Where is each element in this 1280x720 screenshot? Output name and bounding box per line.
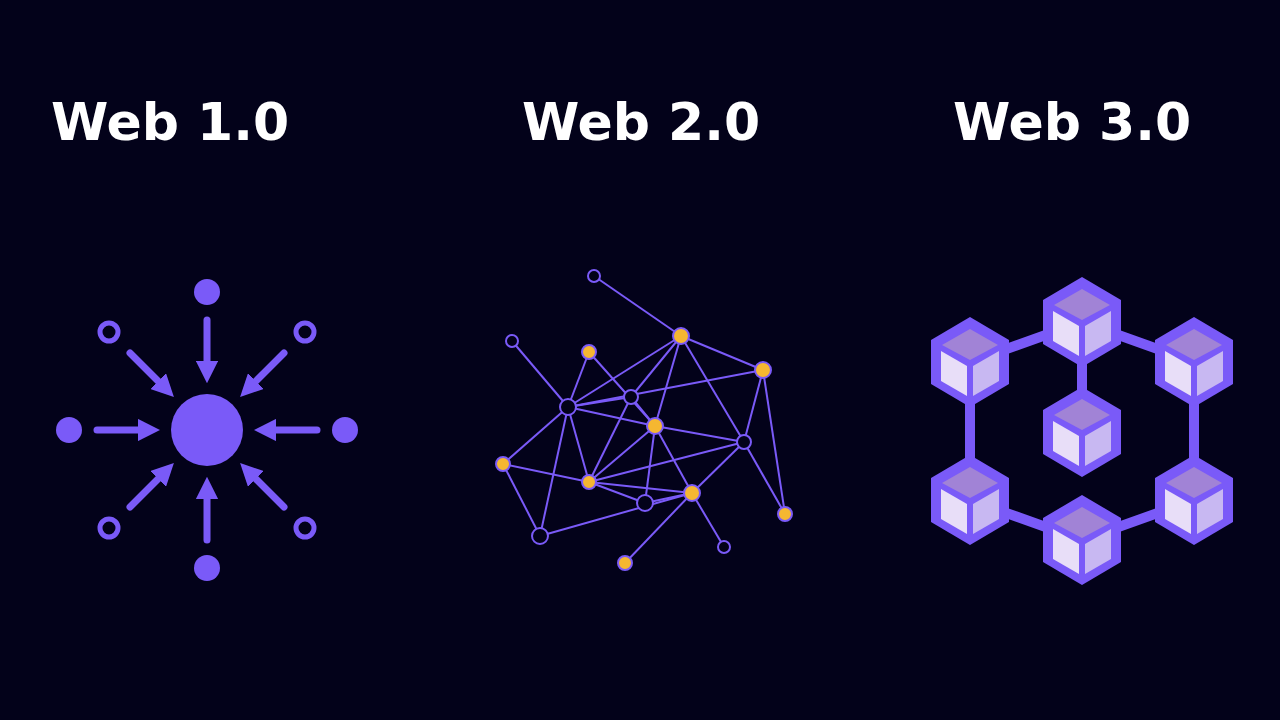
- era-heading: Web 1.0: [51, 96, 289, 148]
- web2-links: [503, 276, 785, 563]
- era-heading: Web 3.0: [953, 96, 1191, 148]
- web2-nodes: [496, 270, 792, 570]
- web1-nodes: [56, 279, 358, 581]
- era-heading: Web 2.0: [522, 96, 760, 148]
- web3-blocks: [931, 277, 1233, 585]
- web1-hub: [97, 320, 317, 540]
